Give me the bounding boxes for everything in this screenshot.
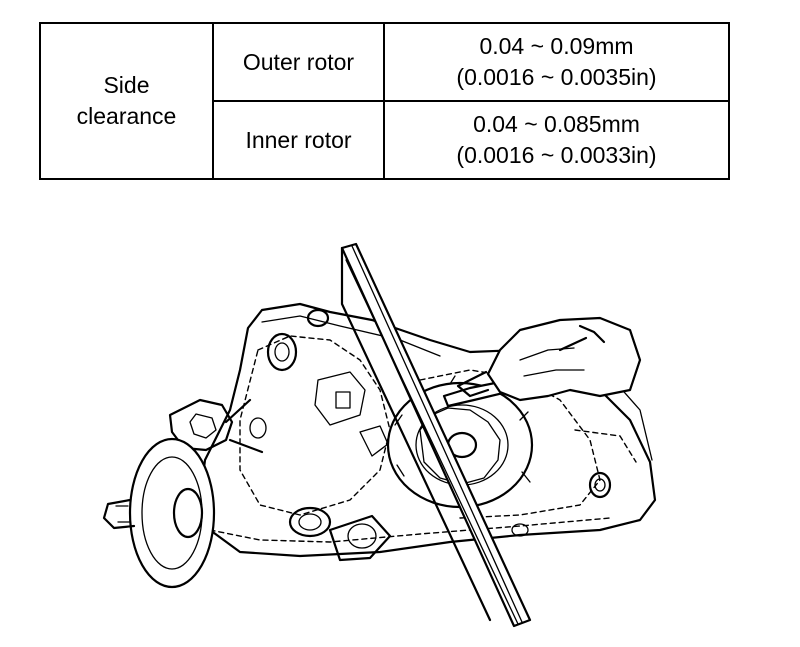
part-label: Outer rotor: [242, 48, 355, 75]
parameter-cell: Side clearance: [39, 22, 214, 180]
table-row: Side clearance Outer rotor 0.04 ~ 0.09mm…: [39, 22, 731, 180]
part-cell-inner-rotor: Inner rotor: [212, 100, 385, 180]
parameter-label-line-1: Side: [103, 72, 150, 98]
port-left: [288, 506, 332, 538]
pulley-outer: [128, 437, 216, 589]
part-label: Inner rotor: [245, 126, 352, 153]
hand-outline: [486, 316, 642, 402]
parameter-label-line-2: clearance: [76, 103, 177, 129]
imperial-value: (0.0016 ~ 0.0033in): [456, 142, 657, 168]
oil-pump-side-clearance-drawing-icon: [102, 242, 657, 628]
imperial-value: (0.0016 ~ 0.0035in): [456, 64, 657, 90]
value-cell-inner-rotor: 0.04 ~ 0.085mm (0.0016 ~ 0.0033in): [382, 100, 731, 180]
part-cell-outer-rotor: Outer rotor: [212, 22, 385, 102]
straight-edge: [340, 242, 532, 628]
side-clearance-spec-table: Side clearance Outer rotor 0.04 ~ 0.09mm…: [39, 22, 731, 180]
value-cell-outer-rotor: 0.04 ~ 0.09mm (0.0016 ~ 0.0035in): [382, 22, 731, 102]
metric-value: 0.04 ~ 0.085mm: [473, 111, 640, 137]
metric-value: 0.04 ~ 0.09mm: [479, 33, 634, 59]
oil-pump-illustration: [0, 200, 800, 642]
table-row: Inner rotor 0.04 ~ 0.085mm (0.0016 ~ 0.0…: [40, 100, 731, 180]
